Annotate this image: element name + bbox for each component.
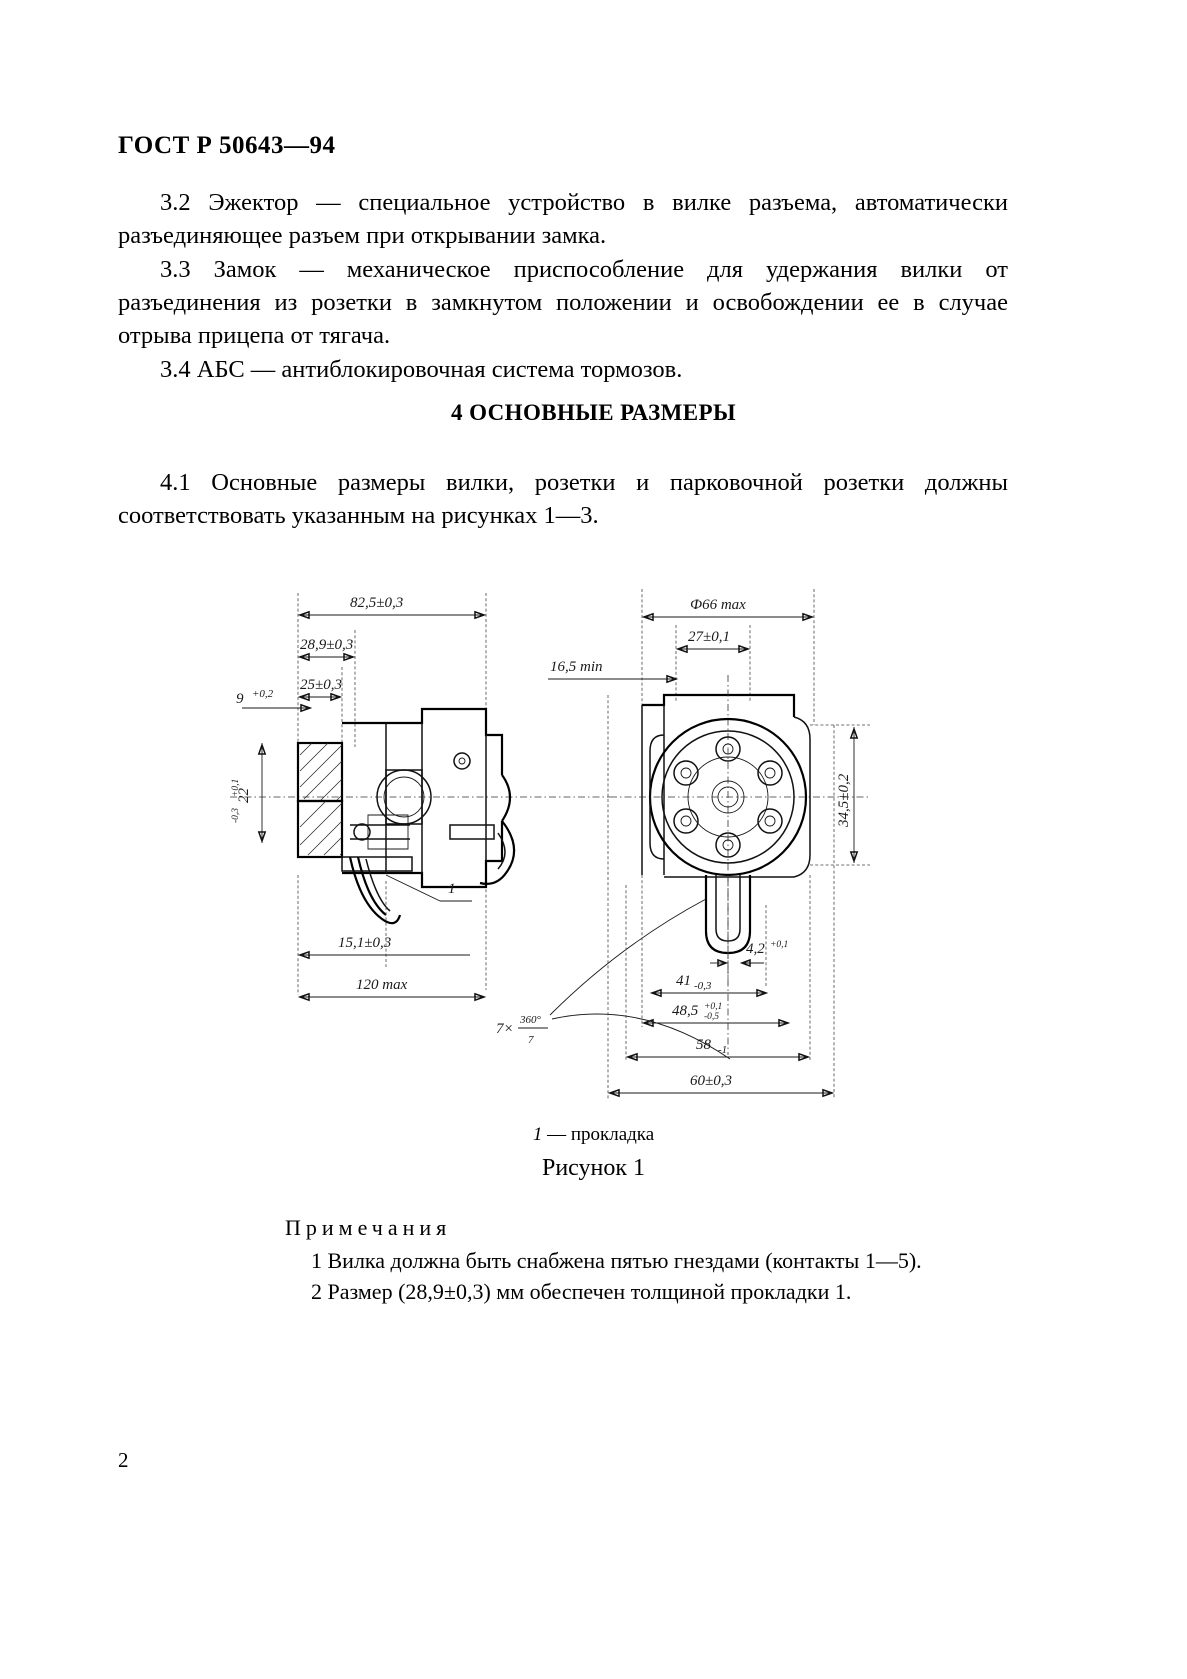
paragraph-3-3: 3.3 Замок — механическое приспособление …	[118, 255, 1008, 350]
dim-phi66-label: Ф66 max	[690, 597, 746, 613]
legend-text: прокладка	[570, 1124, 655, 1145]
dim-7x-label: 7×	[496, 1021, 514, 1037]
page-number: 2	[118, 1448, 129, 1472]
dim-4-2: 4,2 +0,1	[710, 905, 788, 987]
figure-1-svg: 82,5±0,3 28,9±0,3 25±0,3	[230, 589, 870, 1099]
dim-27: 27±0,1	[675, 625, 751, 703]
definitions-block: 3.2 Эжектор — специальное устройство в в…	[118, 186, 1008, 386]
dim-7x360: 7× 360° 7	[496, 898, 731, 1060]
standard-number-header: ГОСТ Р 50643—94	[118, 132, 336, 159]
dim-58: 58 -1	[625, 875, 811, 1062]
dim-58-label: 58	[696, 1037, 712, 1053]
figure-caption: Рисунок 1	[541, 1155, 646, 1181]
dim-58-tolerance: -1	[718, 1044, 727, 1056]
leader-part-1: 1	[385, 874, 472, 902]
dim-4-2-tolerance: +0,1	[770, 940, 788, 950]
dim-phi66: Ф66 max	[641, 589, 815, 725]
dim-28-9-label: 28,9±0,3	[300, 637, 353, 653]
dim-9: 9 +0,2	[236, 688, 313, 713]
dim-48-5: 48,5 +0,1 -0,5	[641, 875, 791, 1028]
legend-dash: —	[547, 1124, 567, 1145]
dim-60: 60±0,3	[607, 695, 835, 1099]
figure-legend: 1 — прокладка	[0, 1124, 1187, 1146]
dim-41-tolerance: -0,3	[694, 980, 712, 992]
section-4-body: 4.1 Основные размеры вилки, розетки и па…	[118, 466, 1008, 533]
paragraph-4-1: 4.1 Основные размеры вилки, розетки и па…	[118, 469, 1008, 530]
dim-120-max-label: 120 max	[356, 977, 408, 993]
dim-34-5: 34,5±0,2	[810, 724, 870, 866]
dim-7-denominator: 7	[528, 1034, 534, 1046]
dim-60-label: 60±0,3	[690, 1073, 732, 1089]
dim-4-2-label: 4,2	[746, 941, 765, 957]
paragraph-3-2: 3.2 Эжектор — специальное устройство в в…	[118, 189, 1008, 250]
notes-block: Примечания 1 Вилка должна быть снабжена …	[285, 1212, 945, 1308]
dim-16-5-min-label: 16,5 min	[550, 659, 603, 675]
dim-41: 41 -0,3	[649, 973, 769, 998]
dim-28-9: 28,9±0,3	[297, 630, 356, 747]
dim-27-label: 27±0,1	[688, 629, 730, 645]
notes-title: Примечания	[285, 1215, 452, 1240]
part-label-1: 1	[448, 881, 456, 897]
dim-22-lower-tolerance: -0,3	[231, 808, 241, 823]
dim-25-label: 25±0,3	[300, 677, 342, 693]
figure-1-drawing: 82,5±0,3 28,9±0,3 25±0,3	[190, 575, 1010, 1135]
dim-82-5-label: 82,5±0,3	[350, 595, 403, 611]
dim-9-label: 9	[236, 691, 244, 707]
dim-48-5-label: 48,5	[672, 1003, 699, 1019]
dim-15-1: 15,1±0,3	[297, 875, 470, 995]
paragraph-3-4: 3.4 АБС — антиблокировочная система торм…	[160, 355, 683, 383]
dim-9-tolerance: +0,2	[252, 688, 274, 700]
dim-360-label: 360°	[519, 1014, 542, 1026]
dim-48-5-upper-tolerance: +0,1	[704, 1002, 722, 1012]
note-2: 2 Размер (28,9±0,3) мм обеспечен толщино…	[311, 1279, 852, 1305]
dim-120-max: 120 max	[297, 977, 487, 1002]
note-1: 1 Вилка должна быть снабжена пятью гнезд…	[311, 1248, 922, 1274]
dim-48-5-lower-tolerance: -0,5	[704, 1012, 719, 1022]
socket-body	[610, 675, 870, 1055]
dim-15-1-label: 15,1±0,3	[338, 935, 391, 951]
dim-16-5-min: 16,5 min	[548, 659, 679, 684]
dim-41-label: 41	[676, 973, 691, 989]
dim-22: 22 +0,1 -0,3	[231, 742, 267, 844]
legend-marker: 1	[532, 1124, 543, 1145]
dim-34-5-label: 34,5±0,2	[836, 773, 852, 828]
dim-22-upper-tolerance: +0,1	[231, 779, 241, 797]
plug-body	[296, 707, 516, 925]
dim-25: 25±0,3	[297, 667, 343, 743]
dim-22-label: 22	[236, 788, 252, 804]
section-heading-4: 4 ОСНОВНЫЕ РАЗМЕРЫ	[451, 400, 736, 425]
